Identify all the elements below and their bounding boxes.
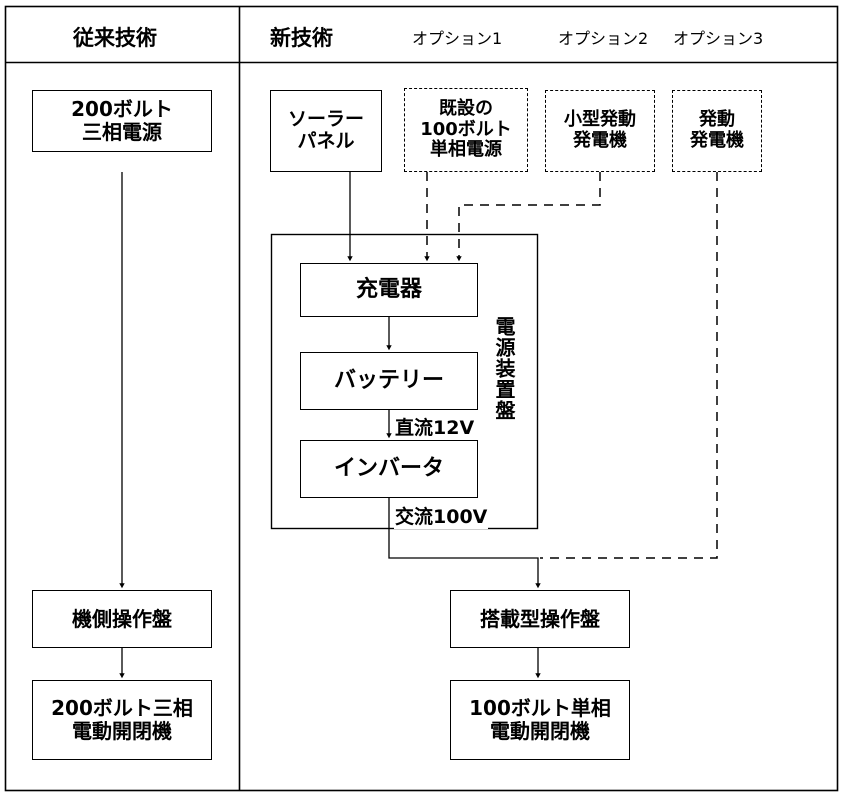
column-header-new: 新技術 — [270, 26, 333, 50]
node-switch100: 100ボルト単相 電動開閉機 — [450, 680, 630, 760]
node-power200: 200ボルト 三相電源 — [32, 90, 212, 152]
node-solar-panel: ソーラー パネル — [270, 90, 382, 172]
node-generator: 発動 発電機 — [672, 90, 762, 172]
node-inverter: インバータ — [300, 440, 478, 498]
node-small-generator: 小型発動 発電機 — [545, 90, 655, 172]
node-charger: 充電器 — [300, 263, 478, 317]
column-header-option1: オプション1 — [412, 29, 503, 48]
node-machine-panel: 機側操作盤 — [32, 590, 212, 648]
node-switch200: 200ボルト三相 電動開閉機 — [32, 680, 212, 760]
column-header-option3: オプション3 — [673, 29, 764, 48]
edge-label-dc: 直流12V — [394, 413, 476, 440]
column-header-legacy: 従来技術 — [73, 26, 157, 50]
column-header-option2: オプション2 — [558, 29, 649, 48]
node-existing-100v: 既設の 100ボルト 単相電源 — [404, 88, 528, 172]
enclosure-label: 電源装置盤 — [492, 316, 516, 421]
node-onboard-panel: 搭載型操作盤 — [450, 590, 630, 648]
node-battery: バッテリー — [300, 352, 478, 410]
edge-label-ac: 交流100V — [394, 502, 489, 529]
